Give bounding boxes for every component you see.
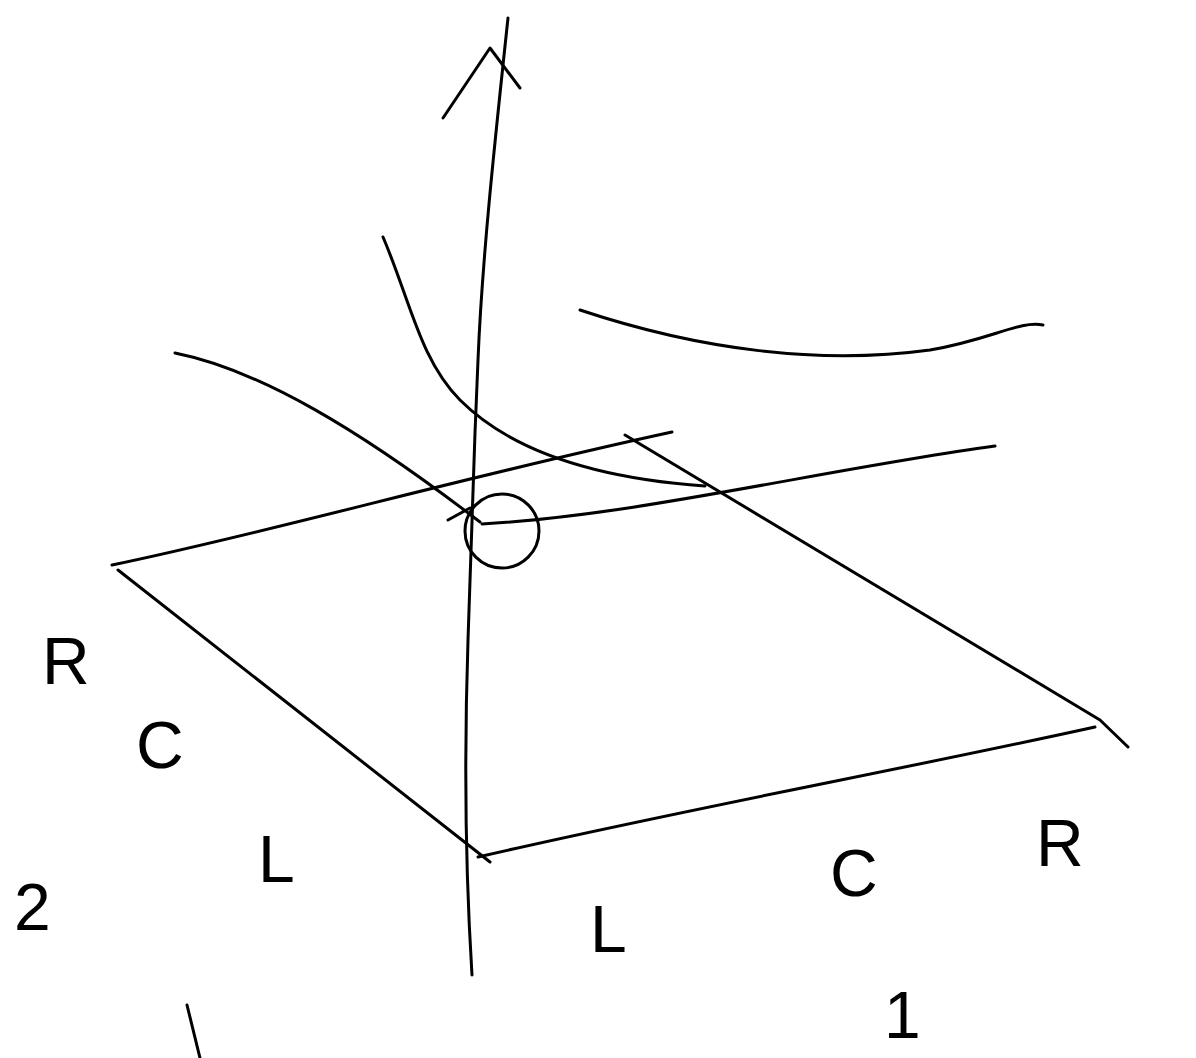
axis-label: C	[830, 840, 878, 906]
curve-falling	[383, 237, 705, 486]
curve-top-right	[580, 310, 1043, 356]
axis-arrowhead	[443, 48, 520, 118]
plane-left-edge	[118, 570, 490, 862]
plane-back-edge	[112, 432, 672, 565]
axis-label: C	[136, 712, 184, 778]
plane-right-edge	[625, 435, 1128, 747]
origin-circle	[465, 494, 539, 568]
line-right	[482, 446, 995, 524]
axis-label: R	[1036, 810, 1084, 876]
axis-label: L	[590, 896, 627, 962]
axis-label: L	[258, 826, 295, 892]
axis-label: 2	[14, 874, 51, 940]
curve-left	[175, 353, 480, 522]
axis-label: 1	[884, 982, 921, 1048]
stroke-mark	[187, 1005, 200, 1058]
plane-front-edge	[478, 727, 1095, 857]
axis-label: R	[42, 628, 90, 694]
